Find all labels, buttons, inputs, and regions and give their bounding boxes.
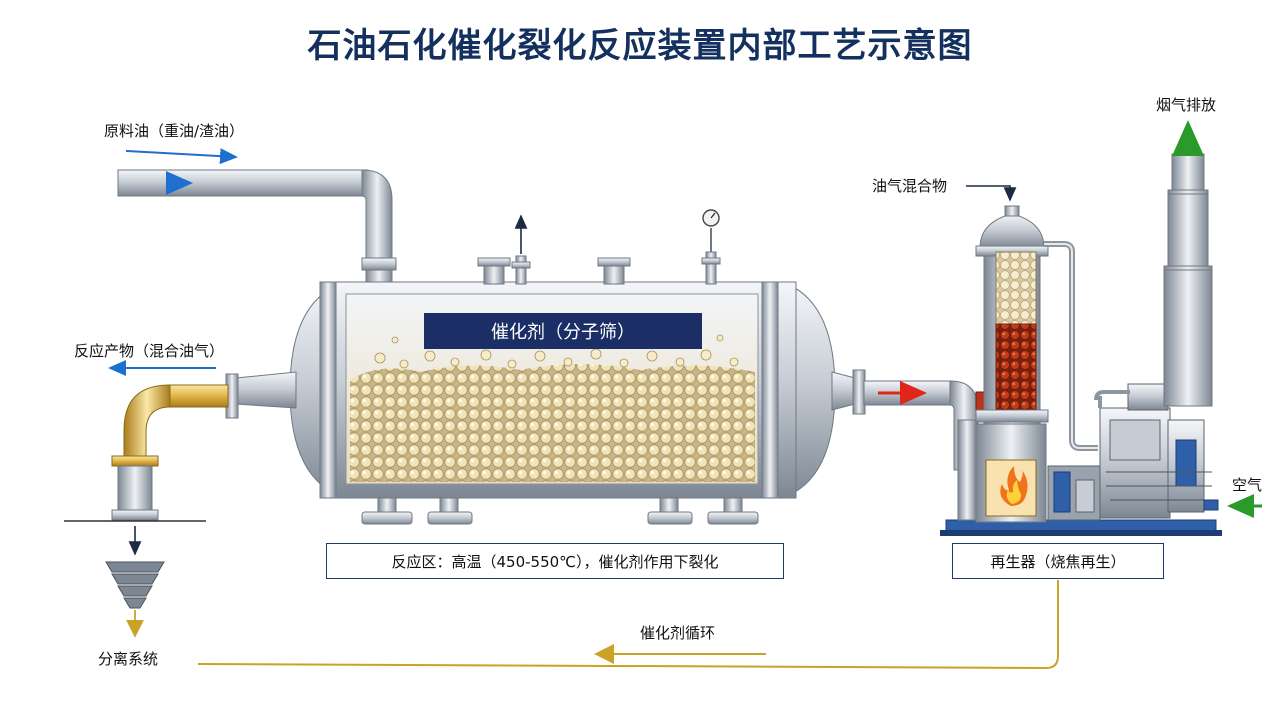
- pressure-gauge-icon: [702, 209, 720, 227]
- catalyst-cycle-line: [197, 580, 1059, 670]
- separation-label: 分离系统: [98, 650, 159, 668]
- catalyst-cycle-label: 催化剂循环: [640, 624, 716, 642]
- catalyst-label: 催化剂（分子筛）: [424, 313, 702, 349]
- product-label: 反应产物（混合油气）: [74, 342, 225, 360]
- oil-gas-mix-label: 油气混合物: [872, 177, 948, 195]
- reaction-zone-caption: 反应区：高温（450-550℃），催化剂作用下裂化: [326, 543, 784, 579]
- cyclone-separator-icon: [105, 561, 165, 609]
- regenerator-caption: 再生器（烧焦再生）: [952, 543, 1164, 579]
- air-label: 空气: [1232, 476, 1263, 494]
- feed-arrow-top: [125, 148, 238, 165]
- flue-gas-label: 烟气排放: [1156, 96, 1217, 114]
- feed-label: 原料油（重油/渣油）: [104, 122, 245, 140]
- chimney-stack: [1163, 153, 1213, 407]
- product-pipe: [64, 371, 297, 522]
- page-title: 石油石化催化裂化反应装置内部工艺示意图: [307, 26, 973, 66]
- flame-icon: [1000, 466, 1028, 506]
- oil-gas-mix-arrow: [966, 185, 1017, 202]
